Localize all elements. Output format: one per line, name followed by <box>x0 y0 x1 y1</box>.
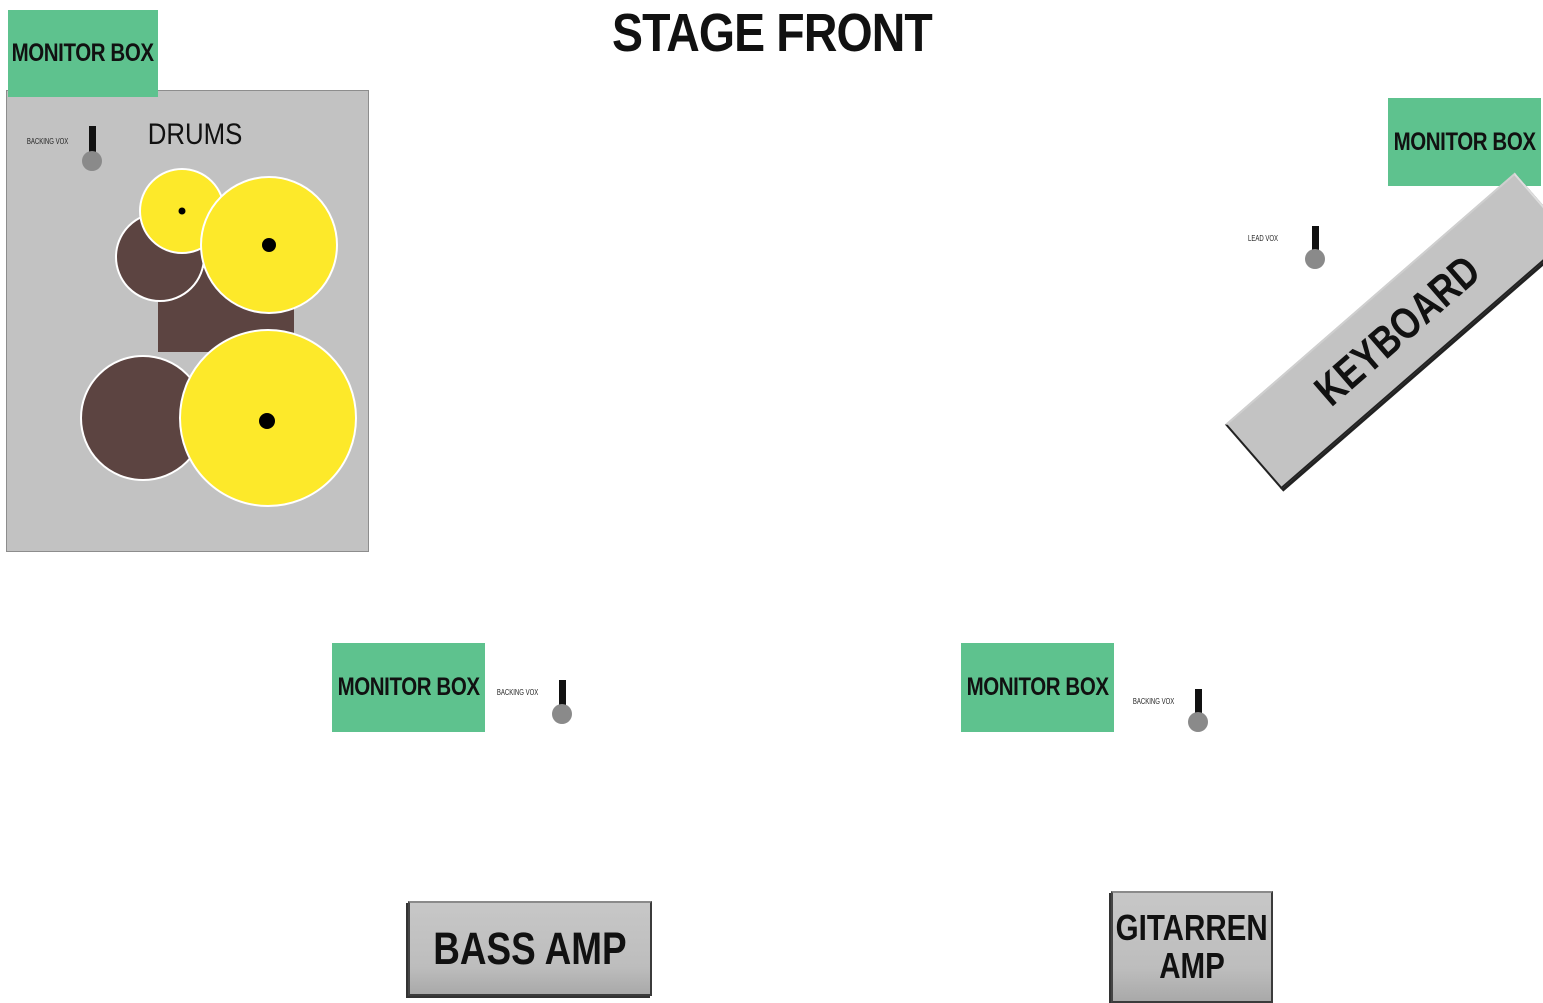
monitor-box-guitar: MONITOR BOX <box>961 643 1114 732</box>
mic-label-guitar: BACKING VOX <box>1132 697 1175 706</box>
bass-amp-label: BASS AMP <box>433 922 627 974</box>
monitor-box-bass: MONITOR BOX <box>332 643 485 732</box>
mic-stand-icon <box>1305 226 1325 269</box>
guitar-amp-label-line2: AMP <box>1159 945 1225 986</box>
crash-cymbal-center <box>262 238 276 252</box>
drums-label: DRUMS <box>147 118 243 151</box>
mic-stand-icon <box>552 680 572 724</box>
monitor-box-keyboard: MONITOR BOX <box>1388 98 1541 186</box>
bass-amp: BASS AMP <box>408 901 652 996</box>
mic-label-bass: BACKING VOX <box>496 688 539 697</box>
mic-stand-icon <box>82 126 102 171</box>
guitar-amp-label-line1: GITARREN <box>1116 907 1268 949</box>
stage-front-title: STAGE FRONT <box>611 3 933 63</box>
guitar-amp: GITARREN AMP <box>1111 891 1273 1003</box>
ride-cymbal-center <box>259 413 275 429</box>
mic-stand-icon <box>1188 689 1208 732</box>
mic-label-drums: BACKING VOX <box>26 137 69 146</box>
mic-label-keyboard: LEAD VOX <box>1248 234 1279 243</box>
hihat-cymbal-center <box>178 207 186 215</box>
monitor-box-drums: MONITOR BOX <box>8 10 158 97</box>
